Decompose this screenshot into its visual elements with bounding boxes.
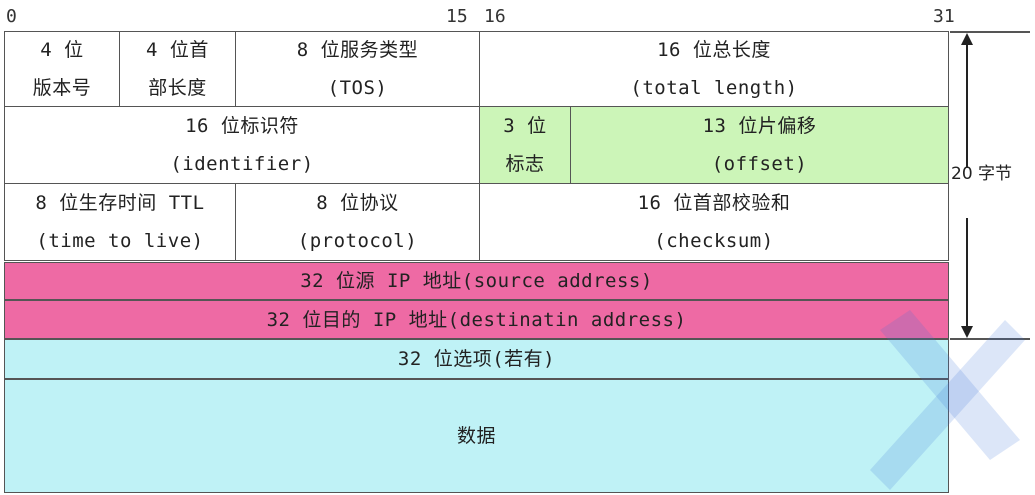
total-length-label: 16 位总长度 bbox=[657, 39, 771, 61]
version-label: 4 位 bbox=[40, 39, 84, 61]
tos-field: 8 位服务类型 (TOS) bbox=[235, 31, 480, 107]
source-address-field: 32 位源 IP 地址(source address) bbox=[4, 262, 949, 300]
ttl-sublabel: (time to live) bbox=[36, 230, 204, 252]
header-size-label: 20 字节 bbox=[951, 164, 1013, 184]
version-field: 4 位 版本号 bbox=[4, 31, 120, 107]
total-length-field: 16 位总长度 (total length) bbox=[479, 31, 949, 107]
flags-sublabel: 标志 bbox=[505, 153, 545, 175]
header-length-label: 4 位首 bbox=[146, 39, 209, 61]
bit-label-31: 31 bbox=[933, 6, 955, 27]
offset-sublabel: (offset) bbox=[711, 153, 808, 175]
data-field: 数据 bbox=[4, 379, 949, 493]
flags-label: 3 位 bbox=[503, 115, 547, 137]
identifier-field: 16 位标识符 (identifier) bbox=[4, 106, 480, 184]
tos-label: 8 位服务类型 bbox=[296, 39, 419, 61]
identifier-label: 16 位标识符 bbox=[185, 115, 299, 137]
header-size-arrow bbox=[961, 33, 973, 338]
destination-address-label: 32 位目的 IP 地址(destinatin address) bbox=[266, 308, 687, 331]
total-length-sublabel: (total length) bbox=[630, 77, 798, 99]
ttl-label: 8 位生存时间 TTL bbox=[35, 192, 205, 214]
identifier-sublabel: (identifier) bbox=[170, 153, 314, 175]
destination-address-field: 32 位目的 IP 地址(destinatin address) bbox=[4, 300, 949, 339]
bit-label-16: 16 bbox=[484, 6, 506, 27]
checksum-label: 16 位首部校验和 bbox=[637, 192, 791, 214]
data-label: 数据 bbox=[456, 425, 496, 447]
bit-label-0: 0 bbox=[6, 6, 17, 27]
options-field: 32 位选项(若有) bbox=[4, 339, 949, 379]
protocol-sublabel: (protocol) bbox=[297, 230, 418, 252]
checksum-field: 16 位首部校验和 (checksum) bbox=[479, 183, 949, 261]
protocol-label: 8 位协议 bbox=[316, 192, 399, 214]
protocol-field: 8 位协议 (protocol) bbox=[235, 183, 480, 261]
ttl-field: 8 位生存时间 TTL (time to live) bbox=[4, 183, 236, 261]
flags-field: 3 位 标志 bbox=[479, 106, 571, 184]
tos-sublabel: (TOS) bbox=[327, 77, 388, 99]
bit-label-15: 15 bbox=[446, 6, 468, 27]
checksum-sublabel: (checksum) bbox=[654, 230, 774, 252]
header-bottom-line bbox=[950, 338, 1030, 340]
source-address-label: 32 位源 IP 地址(source address) bbox=[300, 270, 653, 292]
version-sublabel: 版本号 bbox=[32, 77, 92, 99]
options-label: 32 位选项(若有) bbox=[397, 348, 556, 370]
header-length-field: 4 位首 部长度 bbox=[119, 31, 236, 107]
header-length-sublabel: 部长度 bbox=[148, 77, 207, 99]
header-top-line bbox=[950, 31, 1030, 33]
offset-label: 13 位片偏移 bbox=[702, 115, 817, 137]
offset-field: 13 位片偏移 (offset) bbox=[570, 106, 949, 184]
